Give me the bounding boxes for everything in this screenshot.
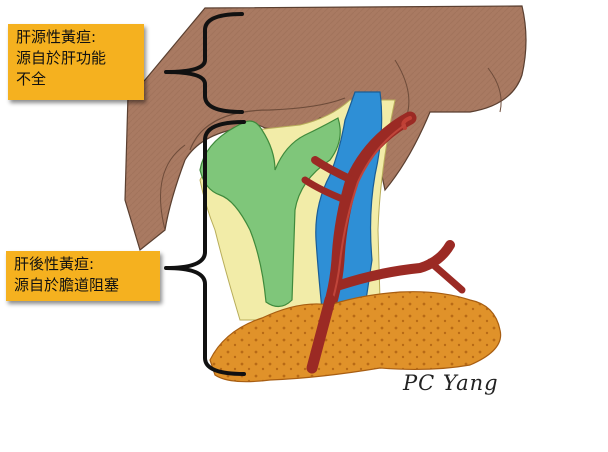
bracket-hepatic [164, 12, 244, 114]
posthepatic-jaundice-label: 肝後性黃疸: 源自於膽道阻塞 [6, 251, 160, 301]
pancreas [209, 291, 502, 383]
artist-signature: PC Yang [403, 371, 499, 395]
common-hepatic-duct [199, 117, 341, 308]
bracket-posthepatic [164, 120, 246, 376]
hepatic-jaundice-label: 肝源性黃疸: 源自於肝功能 不全 [8, 24, 144, 100]
artery-over-pancreas [306, 294, 336, 374]
